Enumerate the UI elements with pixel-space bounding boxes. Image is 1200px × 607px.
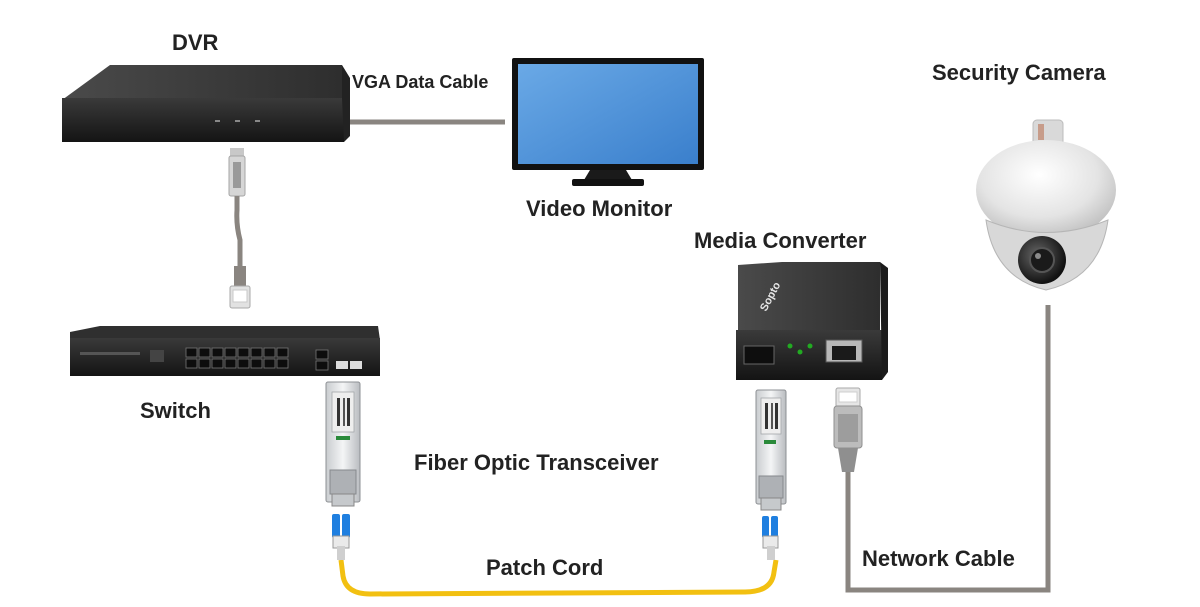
ethernet-cable-dvr-switch (228, 148, 251, 309)
dvr-device (62, 65, 350, 142)
security-camera-device (976, 119, 1116, 291)
video-monitor-label: Video Monitor (526, 196, 673, 221)
fiber-transceiver-label: Fiber Optic Transceiver (414, 450, 659, 475)
video-monitor-device (512, 58, 704, 186)
switch-device (70, 326, 380, 376)
security-camera-label: Security Camera (932, 60, 1106, 85)
network-cable-label: Network Cable (862, 546, 1015, 571)
fiber-transceiver-right (755, 389, 787, 560)
media-converter-label: Media Converter (694, 228, 867, 253)
patch-cord (338, 559, 779, 597)
dvr-label: DVR (172, 30, 219, 55)
fiber-transceiver-left (325, 381, 361, 560)
media-converter-device: Sopto (736, 262, 888, 380)
switch-label: Switch (140, 398, 211, 423)
patch-cord-label: Patch Cord (486, 555, 604, 580)
network-cable (833, 305, 1051, 593)
vga-cable-label: VGA Data Cable (352, 72, 489, 92)
